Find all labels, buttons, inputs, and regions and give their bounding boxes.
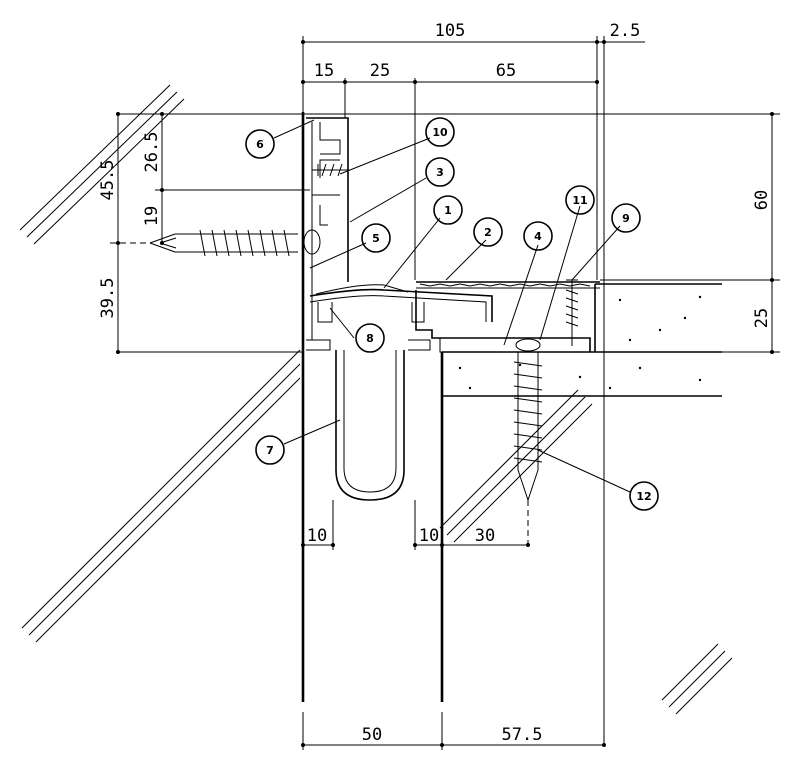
svg-text:3: 3 <box>436 166 444 179</box>
svg-text:5: 5 <box>372 232 380 245</box>
callout-9: 9 <box>611 203 641 233</box>
dim-left-d: 39.5 <box>98 278 118 319</box>
dim-right-slab: 25 <box>752 308 772 328</box>
svg-text:7: 7 <box>266 444 274 457</box>
dimension-ticks <box>116 40 774 747</box>
callout-1: 1 <box>433 195 463 225</box>
dim-bottom-a: 50 <box>362 725 382 745</box>
dimension-lines <box>117 36 780 750</box>
dim-left-a: 45.5 <box>98 160 118 201</box>
callout-10: 10 <box>425 117 455 147</box>
callout-7: 7 <box>255 435 285 465</box>
dim-top-b: 25 <box>370 61 390 81</box>
floor-anchor <box>513 338 543 548</box>
dim-top-a: 15 <box>314 61 334 81</box>
dim-top-gap: 2.5 <box>610 21 641 41</box>
svg-text:9: 9 <box>622 212 630 225</box>
callout-5: 5 <box>361 223 391 253</box>
joint-profile <box>306 117 600 501</box>
dim-top-total: 105 <box>435 21 466 41</box>
callout-8: 8 <box>355 323 385 353</box>
svg-text:8: 8 <box>366 332 374 345</box>
floor-slab <box>442 283 722 397</box>
svg-text:2: 2 <box>484 226 492 239</box>
dim-lower-b: 10 <box>419 526 439 546</box>
left-anchor <box>110 229 321 257</box>
svg-text:10: 10 <box>432 126 448 139</box>
svg-text:11: 11 <box>572 194 587 207</box>
callouts: 1 2 3 4 5 6 7 8 9 10 11 12 <box>245 117 659 511</box>
svg-text:1: 1 <box>444 204 452 217</box>
callout-6: 6 <box>245 129 275 159</box>
dim-lower-a: 10 <box>307 526 327 546</box>
callout-2: 2 <box>473 217 503 247</box>
dim-top-c: 65 <box>496 61 516 81</box>
dim-bottom-b: 57.5 <box>502 725 543 745</box>
callout-leaders <box>273 119 631 493</box>
dim-right-height: 60 <box>752 190 772 210</box>
hatch-lines <box>19 84 733 715</box>
callout-11: 11 <box>565 185 595 215</box>
dim-left-c: 19 <box>142 206 162 226</box>
dim-lower-c: 30 <box>475 526 495 546</box>
callout-4: 4 <box>523 221 553 251</box>
callout-12: 12 <box>629 481 659 511</box>
svg-text:4: 4 <box>534 230 542 243</box>
callout-3: 3 <box>425 157 455 187</box>
dim-left-b: 26.5 <box>142 132 162 173</box>
svg-text:12: 12 <box>636 490 651 503</box>
dimension-labels: 105 2.5 15 25 65 60 25 45.5 26.5 19 39.5… <box>98 21 772 745</box>
svg-text:6: 6 <box>256 138 264 151</box>
